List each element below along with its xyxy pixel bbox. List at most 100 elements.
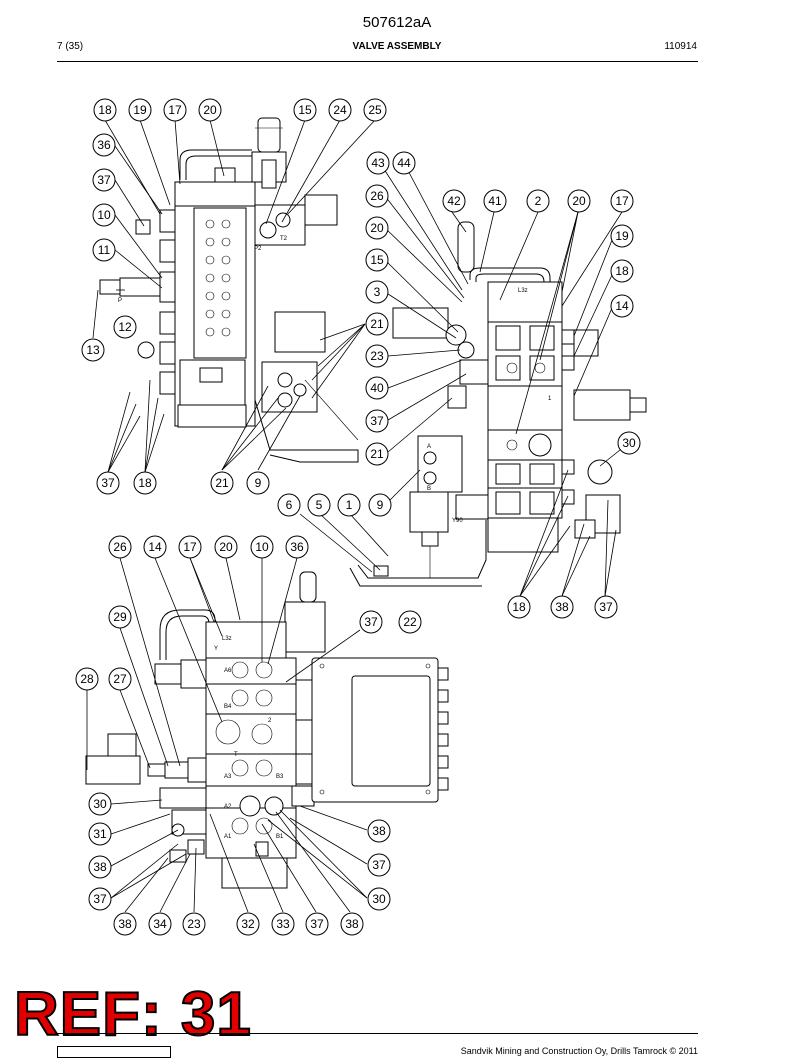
callout-29: 29: [108, 605, 132, 629]
leader-lines: [86, 119, 623, 913]
svg-text:37: 37: [93, 892, 107, 906]
callout-24: 24: [328, 98, 352, 122]
svg-text:37: 37: [599, 600, 613, 614]
svg-text:B3: B3: [276, 774, 284, 780]
callout-3: 3: [365, 280, 389, 304]
callout-23-e: 23: [182, 912, 206, 936]
svg-text:42: 42: [447, 194, 461, 208]
svg-text:20: 20: [219, 540, 233, 554]
view-lower-left: L3z Y A6 B4 2 T A3 B3: [85, 571, 449, 889]
svg-text:38: 38: [93, 860, 107, 874]
callout-30-e: 30: [88, 792, 112, 816]
svg-text:21: 21: [215, 476, 229, 490]
svg-text:L3z: L3z: [222, 636, 232, 642]
svg-text:37: 37: [310, 917, 324, 931]
svg-text:11: 11: [98, 243, 111, 257]
svg-text:18: 18: [98, 103, 112, 117]
svg-text:19: 19: [133, 103, 147, 117]
callout-1: 1: [337, 493, 361, 517]
svg-text:20: 20: [370, 221, 384, 235]
callout-17-e: 17: [178, 535, 202, 559]
svg-text:15: 15: [370, 253, 384, 267]
callout-32: 32: [236, 912, 260, 936]
view-upper-right: L3z 1 Y90: [349, 221, 647, 587]
svg-text:38: 38: [118, 917, 132, 931]
svg-text:T2: T2: [280, 236, 288, 242]
callout-19-c: 19: [610, 224, 634, 248]
svg-text:18: 18: [512, 600, 526, 614]
page-number: 7 (35): [57, 41, 84, 52]
callout-26-e: 26: [108, 535, 132, 559]
callouts-upper-left: 18 19 17 20 15 24 25 36 37 10 11 12 13 3…: [81, 98, 387, 495]
document-date: 110914: [664, 41, 697, 52]
svg-text:17: 17: [183, 540, 197, 554]
callout-37-d: 37: [594, 595, 618, 619]
callout-44: 44: [392, 151, 416, 175]
callout-30-f: 30: [367, 887, 391, 911]
svg-text:32: 32: [241, 917, 255, 931]
callout-23-c: 23: [365, 344, 389, 368]
svg-text:38: 38: [345, 917, 359, 931]
svg-text:A3: A3: [224, 774, 232, 780]
svg-text:9: 9: [255, 476, 262, 490]
svg-text:22: 22: [403, 615, 417, 629]
callout-30-c: 30: [617, 431, 641, 455]
callout-18-c: 18: [610, 259, 634, 283]
callout-10-e: 10: [250, 535, 274, 559]
callout-12: 12: [113, 315, 137, 339]
svg-text:2: 2: [268, 718, 272, 724]
svg-text:L3z: L3z: [518, 288, 528, 294]
svg-text:38: 38: [555, 600, 569, 614]
callout-26: 26: [365, 184, 389, 208]
callout-2: 2: [526, 189, 550, 213]
svg-text:A2: A2: [224, 804, 232, 810]
callout-17-c: 17: [610, 189, 634, 213]
svg-text:30: 30: [622, 436, 636, 450]
callout-38-g: 38: [113, 912, 137, 936]
svg-text:P: P: [118, 298, 122, 304]
callout-37-b: 37: [96, 471, 120, 495]
svg-text:3: 3: [374, 285, 381, 299]
svg-text:13: 13: [86, 343, 100, 357]
svg-text:21: 21: [370, 317, 384, 331]
svg-text:41: 41: [488, 194, 502, 208]
svg-text:10: 10: [255, 540, 269, 554]
svg-text:26: 26: [370, 189, 384, 203]
svg-text:A6: A6: [224, 668, 232, 674]
svg-text:14: 14: [148, 540, 162, 554]
callout-43: 43: [366, 151, 390, 175]
svg-text:34: 34: [153, 917, 167, 931]
callout-38-c: 38: [550, 595, 574, 619]
callout-14-c: 14: [610, 294, 634, 318]
callout-36-e: 36: [285, 535, 309, 559]
svg-text:19: 19: [615, 229, 629, 243]
callout-10: 10: [92, 203, 116, 227]
callout-15-c: 15: [365, 248, 389, 272]
callout-41: 41: [483, 189, 507, 213]
svg-text:24: 24: [333, 103, 347, 117]
callout-20-e: 20: [214, 535, 238, 559]
view-upper-left: P P2 T2: [99, 117, 359, 463]
callout-37-h: 37: [305, 912, 329, 936]
svg-text:27: 27: [113, 672, 127, 686]
svg-text:18: 18: [138, 476, 152, 490]
svg-text:T: T: [234, 752, 238, 758]
callout-36: 36: [92, 133, 116, 157]
svg-text:36: 36: [97, 138, 111, 152]
svg-text:43: 43: [371, 156, 385, 170]
svg-text:37: 37: [97, 173, 111, 187]
svg-text:37: 37: [370, 414, 384, 428]
svg-text:40: 40: [370, 381, 384, 395]
document-title: VALVE ASSEMBLY: [352, 41, 442, 52]
svg-text:37: 37: [364, 615, 378, 629]
callout-18-d: 18: [507, 595, 531, 619]
svg-text:17: 17: [168, 103, 182, 117]
sandvik-logo: [57, 1046, 171, 1058]
svg-text:14: 14: [615, 299, 629, 313]
ref-stamp: REF: 31: [13, 980, 252, 1049]
callout-33: 33: [271, 912, 295, 936]
callout-37-c: 37: [365, 409, 389, 433]
callout-19: 19: [128, 98, 152, 122]
svg-text:21: 21: [370, 447, 384, 461]
svg-text:29: 29: [113, 610, 127, 624]
